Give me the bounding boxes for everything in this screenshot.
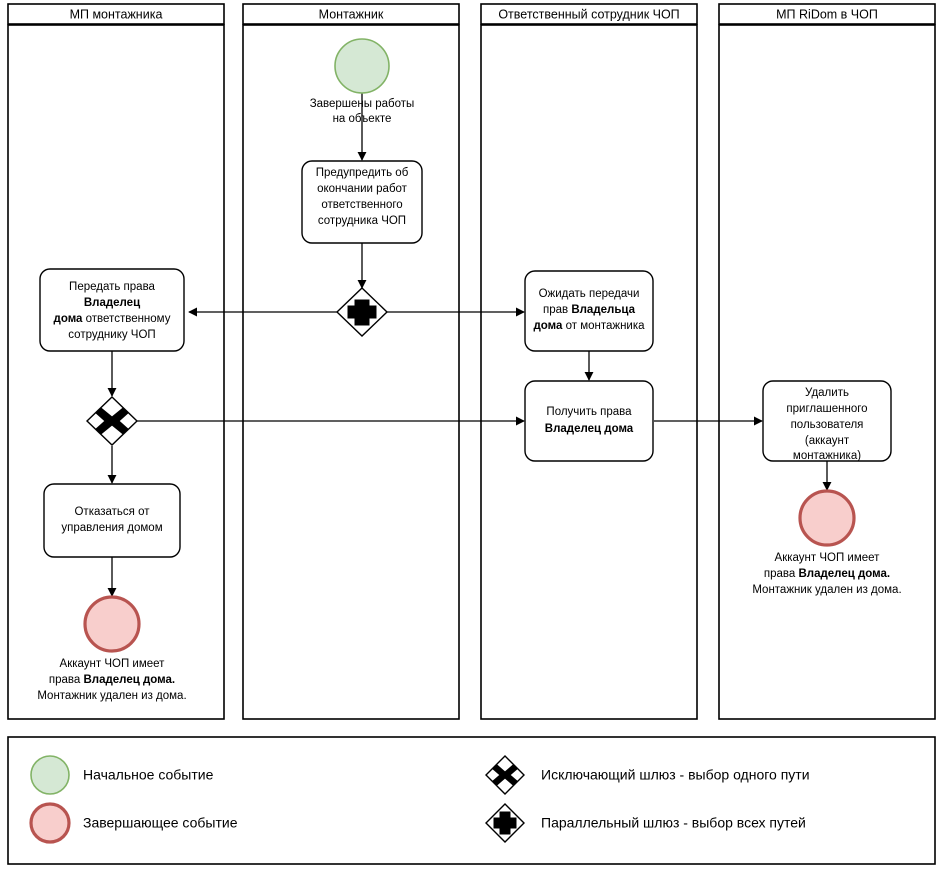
legend-item-start-event: Начальное событие [30,755,214,795]
task-refuse-house-control-box[interactable] [43,483,181,558]
task-warn-line-3: сотрудника ЧОП [318,215,406,227]
start-event-label-line1: Завершены работы [310,98,415,110]
legend-exclusive-gateway-label: Исключающий шлюз - выбор одного пути [541,767,810,783]
start-event-circle[interactable] [334,38,390,94]
task-receive-owner-rights-box[interactable] [524,380,654,462]
end-event-right-line-1: права Владелец дома. [764,568,890,580]
end-event-right-line-0: Аккаунт ЧОП имеет [775,552,881,564]
start-event-works-finished[interactable]: Завершены работы на объекте [310,38,415,125]
task-delete-line-3: (аккаунт [805,435,850,447]
task-receive-line-1: Владелец дома [545,423,634,435]
task-delete-line-4: монтажника) [793,450,861,462]
task-wait-line-2: дома от монтажника [533,320,645,332]
task-delete-invited-user-box[interactable] [762,380,892,462]
legend-item-parallel-gateway: Параллельный шлюз - выбор всех путей [485,803,806,843]
end-event-left-circle[interactable] [83,595,141,653]
lane-label-otvetstvennyy: Ответственный сотрудник ЧОП [498,7,679,21]
task-delete-invited-user[interactable]: Удалить приглашенного пользователя (акка… [762,380,892,462]
legend-panel [7,736,936,865]
end-event-right[interactable]: Аккаунт ЧОП имеет права Владелец дома. М… [752,489,902,596]
lane-label-montazhnik: Монтажник [319,7,384,21]
task-refuse-house-control[interactable]: Отказаться от управления домом [43,483,181,558]
legend-end-event-icon [29,802,71,844]
task-wait-line-1: прав Владельца [543,304,636,316]
task-transfer-line-3: сотруднику ЧОП [68,329,155,341]
legend-end-event-label: Завершающее событие [83,815,238,831]
exclusive-gateway[interactable] [85,396,139,446]
task-warn-line-0: Предупредить об [316,167,409,179]
lane-mp-ridom-v-chop: МП RiDom в ЧОП [718,3,936,720]
parallel-gateway[interactable] [335,287,389,337]
lane-montazhnik: Монтажник [242,3,460,720]
task-delete-line-1: приглашенного [786,403,867,415]
task-refuse-line-1: управления домом [61,522,162,534]
lane-body-mp-ridom [718,24,936,720]
end-event-left-line-2: Монтажник удален из дома. [37,690,186,702]
task-wait-rights-transfer[interactable]: Ожидать передачи прав Владельца дома от … [524,270,654,352]
task-transfer-owner-rights[interactable]: Передать права Владелец дома ответственн… [39,268,185,352]
legend-item-end-event: Завершающее событие [29,802,238,844]
lane-header-otvetstvennyy [480,3,698,25]
lane-header-montazhnik [242,3,460,25]
task-receive-owner-rights[interactable]: Получить права Владелец дома [524,380,654,462]
end-event-left-line-0: Аккаунт ЧОП имеет [60,658,166,670]
legend: Начальное событие Завершающее событие Ис… [7,736,936,865]
legend-x-icon [492,764,518,786]
plus-icon [347,299,377,326]
lane-header-mp-montazhnika [7,3,225,25]
legend-plus-icon [493,811,517,835]
task-transfer-line-0: Передать права [69,281,156,293]
task-transfer-line-1: Владелец [84,297,140,309]
lane-body-montazhnik [242,24,460,720]
end-event-left[interactable]: Аккаунт ЧОП имеет права Владелец дома. М… [37,595,187,702]
task-transfer-line-2: дома ответственному [54,313,171,325]
task-transfer-owner-rights-box[interactable] [39,268,185,352]
legend-start-event-label: Начальное событие [83,767,214,783]
lane-label-mp-ridom: МП RiDom в ЧОП [776,7,878,21]
task-warn-line-2: ответственного [321,199,402,211]
task-warn-responsible[interactable]: Предупредить об окончании работ ответств… [301,160,423,244]
task-wait-rights-transfer-box[interactable] [524,270,654,352]
lane-header-mp-ridom [718,3,936,25]
task-warn-line-1: окончании работ [317,183,408,195]
x-icon [95,407,129,435]
task-warn-responsible-box[interactable] [301,160,423,244]
task-delete-line-2: пользователя [791,419,864,431]
task-refuse-line-0: Отказаться от [74,506,150,518]
start-event-label-line2: на объекте [333,113,392,125]
task-receive-line-0: Получить права [546,406,632,418]
end-event-right-line-2: Монтажник удален из дома. [752,584,901,596]
task-delete-line-0: Удалить [805,387,849,399]
legend-start-event-icon [30,755,70,795]
end-event-left-line-1: права Владелец дома. [49,674,175,686]
task-wait-line-0: Ожидать передачи [539,288,640,300]
end-event-right-circle[interactable] [798,489,856,547]
legend-parallel-gateway-label: Параллельный шлюз - выбор всех путей [541,815,806,831]
legend-item-exclusive-gateway: Исключающий шлюз - выбор одного пути [485,755,810,795]
lane-label-mp-montazhnika: МП монтажника [70,7,163,21]
